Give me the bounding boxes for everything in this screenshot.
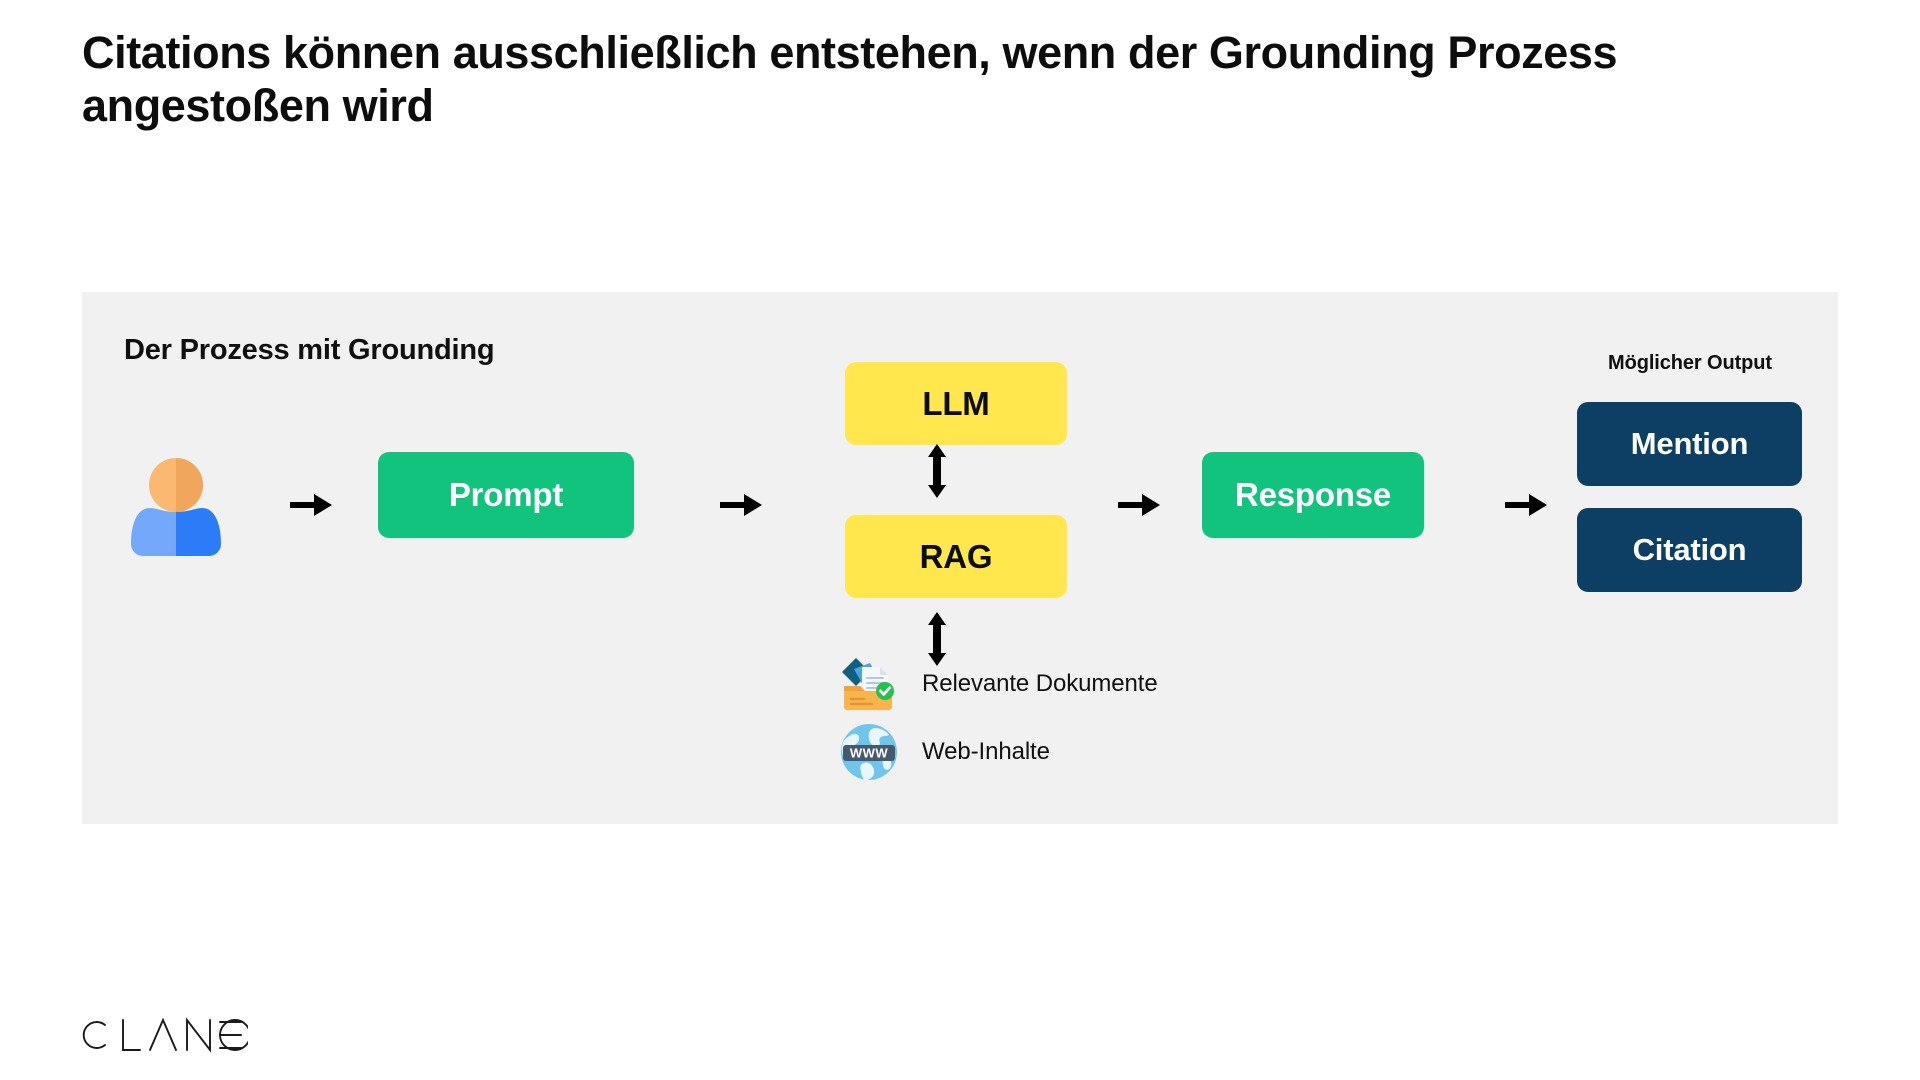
grounding-sources-list: Relevante Dokumente WWW — [838, 650, 1158, 786]
page-title: Citations können ausschließlich entstehe… — [82, 27, 1618, 132]
process-flow: Prompt LLM RAG — [82, 292, 1838, 824]
documents-folder-check-icon — [838, 653, 900, 715]
node-mention[interactable]: Mention — [1577, 402, 1802, 486]
arrow-right-icon — [1118, 492, 1160, 518]
arrow-up-down-icon — [924, 612, 950, 666]
arrow-up-down-icon — [924, 444, 950, 498]
source-label-documents: Relevante Dokumente — [922, 670, 1158, 697]
grounding-process-panel: Der Prozess mit Grounding Prompt — [82, 292, 1838, 824]
node-llm[interactable]: LLM — [845, 362, 1067, 445]
node-response[interactable]: Response — [1202, 452, 1424, 538]
arrow-right-icon — [290, 492, 332, 518]
possible-output-group: Möglicher Output Mention Citation — [1560, 292, 1820, 824]
source-item-web: WWW Web-Inhalte — [838, 718, 1158, 786]
panel-title: Der Prozess mit Grounding — [124, 334, 495, 366]
node-rag[interactable]: RAG — [845, 515, 1067, 598]
arrow-right-icon — [1505, 492, 1547, 518]
svg-text:WWW: WWW — [850, 746, 889, 761]
node-citation[interactable]: Citation — [1577, 508, 1802, 592]
claneo-logo — [80, 1014, 251, 1056]
output-caption: Möglicher Output — [1608, 352, 1772, 374]
globe-www-icon: WWW — [838, 721, 900, 783]
person-avatar-icon — [130, 452, 222, 558]
source-label-web: Web-Inhalte — [922, 738, 1050, 765]
source-item-documents: Relevante Dokumente — [838, 650, 1158, 718]
node-prompt[interactable]: Prompt — [378, 452, 634, 538]
arrow-right-icon — [720, 492, 762, 518]
